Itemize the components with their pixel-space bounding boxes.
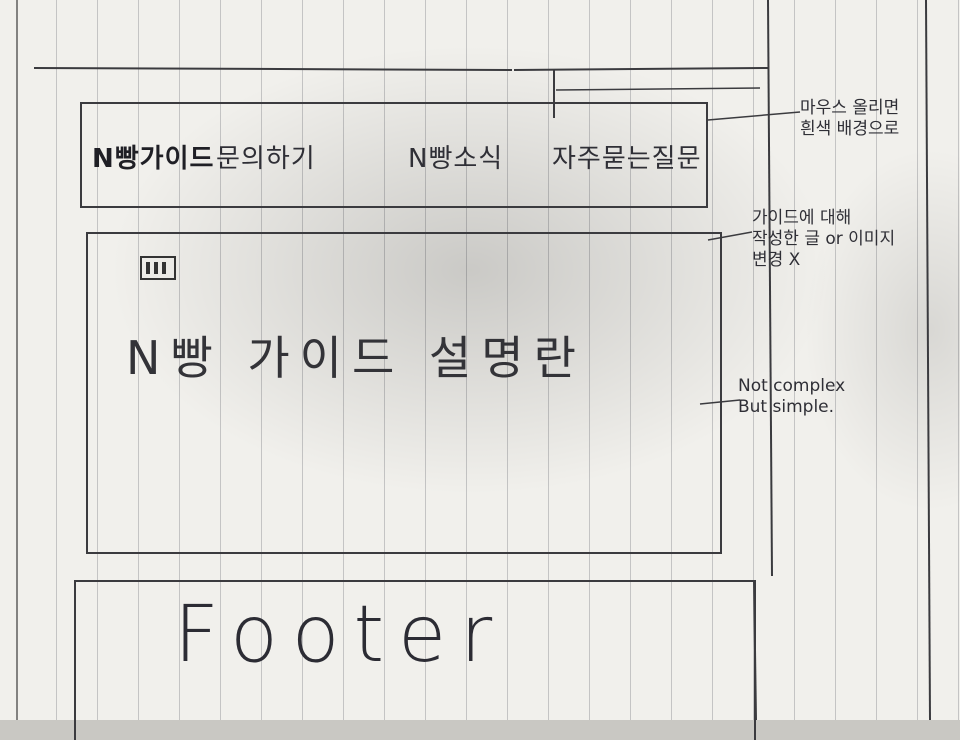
hover-note-line: 흰색 배경으로 [800, 119, 900, 139]
footer-label: Footer [174, 590, 507, 680]
notebook-page [0, 0, 960, 720]
image-icon [140, 256, 176, 280]
header-extend-line [555, 87, 761, 91]
content-note: 가이드에 대해 작성한 글 or 이미지 변경 X [752, 208, 895, 271]
nav-bar: N빵가이드 문의하기 N빵소식 자주묻는질문 [80, 102, 708, 208]
far-right-line [925, 0, 931, 720]
simple-note-line: But simple. [738, 397, 835, 417]
nav-item-news[interactable]: N빵소식 [408, 144, 504, 174]
nav-pointer-line [707, 111, 801, 121]
top-right-line [513, 67, 769, 71]
nav-item-inquiry[interactable]: 문의하기 [216, 144, 316, 174]
content-note-line: 작성한 글 or 이미지 [752, 229, 896, 249]
simple-note-line: Not complex [738, 376, 846, 396]
guide-description-title: N빵 가이드 설명란 [126, 331, 586, 385]
content-pointer-line [707, 231, 753, 241]
nav-item-faq[interactable]: 자주묻는질문 [552, 144, 702, 174]
hover-note: 마우스 올리면 흰색 배경으로 [800, 98, 899, 140]
hover-note-line: 마우스 올리면 [800, 98, 900, 118]
footer: Footer [74, 580, 756, 740]
simple-note: Not complex But simple. [738, 376, 845, 418]
nav-item-guide[interactable]: N빵가이드 [92, 144, 215, 174]
right-margin-line [767, 0, 773, 577]
content-note-line: 가이드에 대해 [752, 208, 852, 228]
sketch-lines [33, 0, 931, 720]
top-divider-line [33, 67, 513, 71]
guide-content-box: N빵 가이드 설명란 [86, 232, 722, 554]
content-note-line: 변경 X [752, 250, 801, 270]
